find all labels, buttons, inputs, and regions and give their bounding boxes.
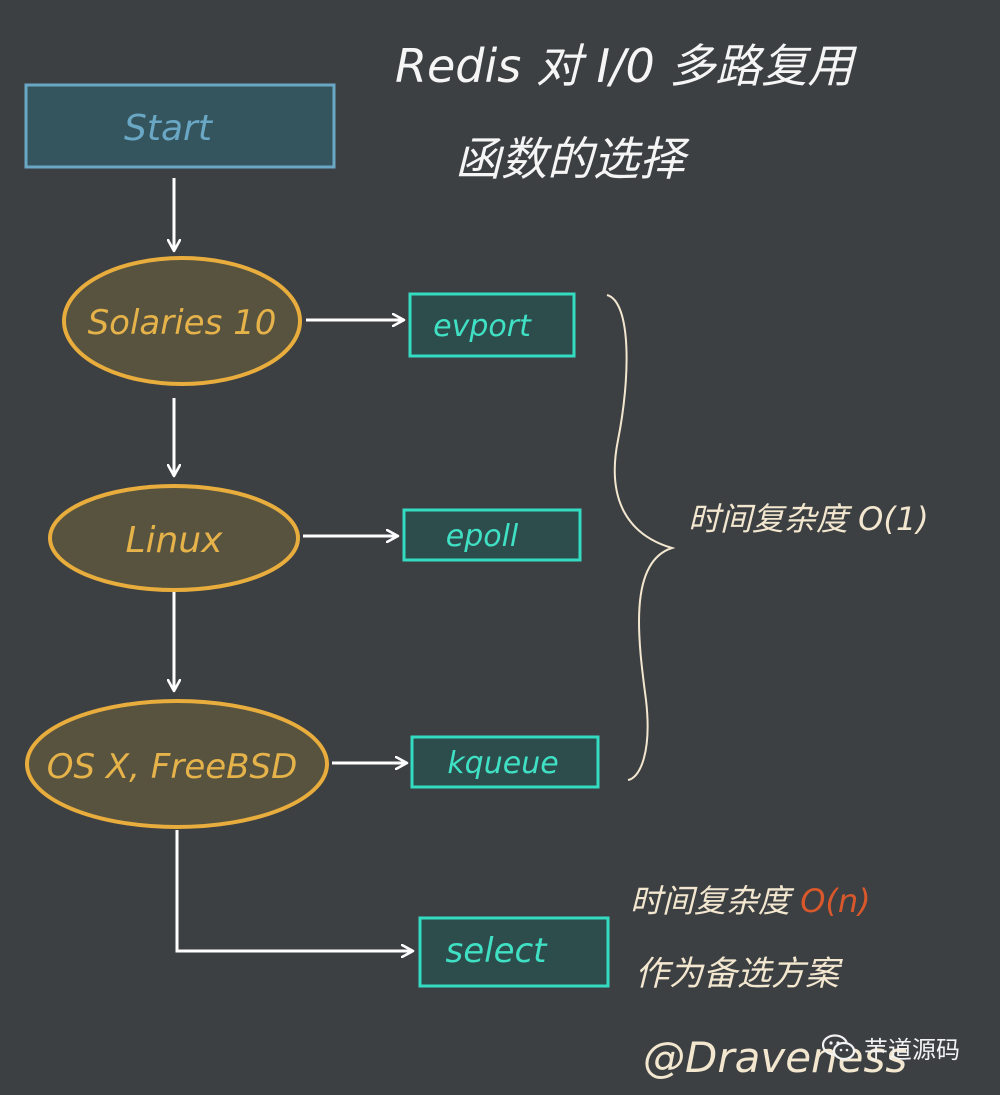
watermark: 芋道源码 xyxy=(822,1030,960,1065)
evport-label: evport xyxy=(433,309,532,344)
start-box xyxy=(24,83,336,169)
complexity-on-note: 时间复杂度 O(n) xyxy=(630,882,871,920)
linux-node xyxy=(48,484,300,592)
complexity-on-prefix: 时间复杂度 xyxy=(630,882,800,920)
osx-label: OS X, FreeBSD xyxy=(47,747,298,787)
arrow-osx-to-select xyxy=(175,830,412,951)
solaris-label: Solaries 10 xyxy=(88,303,277,343)
epoll-label: epoll xyxy=(446,519,519,554)
start-label: Start xyxy=(124,108,214,149)
grouping-brace xyxy=(606,294,676,781)
osx-node xyxy=(25,699,329,829)
select-box xyxy=(418,916,610,988)
kqueue-label: kqueue xyxy=(447,746,558,781)
complexity-on-value: O(n) xyxy=(800,882,870,920)
author-signature: @Draveness xyxy=(643,1033,907,1082)
solaris-node xyxy=(62,256,302,386)
watermark-text: 芋道源码 xyxy=(864,1036,960,1064)
title-line-2: 函数的选择 xyxy=(455,132,690,186)
epoll-box xyxy=(402,508,582,562)
kqueue-box xyxy=(410,735,600,789)
title-line-1: Redis 对 I/0 多路复用 xyxy=(395,39,857,93)
fallback-note: 作为备选方案 xyxy=(635,954,843,994)
complexity-o1-note: 时间复杂度 O(1) xyxy=(688,500,929,538)
wechat-icon xyxy=(822,1033,856,1060)
evport-box xyxy=(408,292,576,358)
select-label: select xyxy=(445,931,548,971)
linux-label: Linux xyxy=(126,520,224,561)
